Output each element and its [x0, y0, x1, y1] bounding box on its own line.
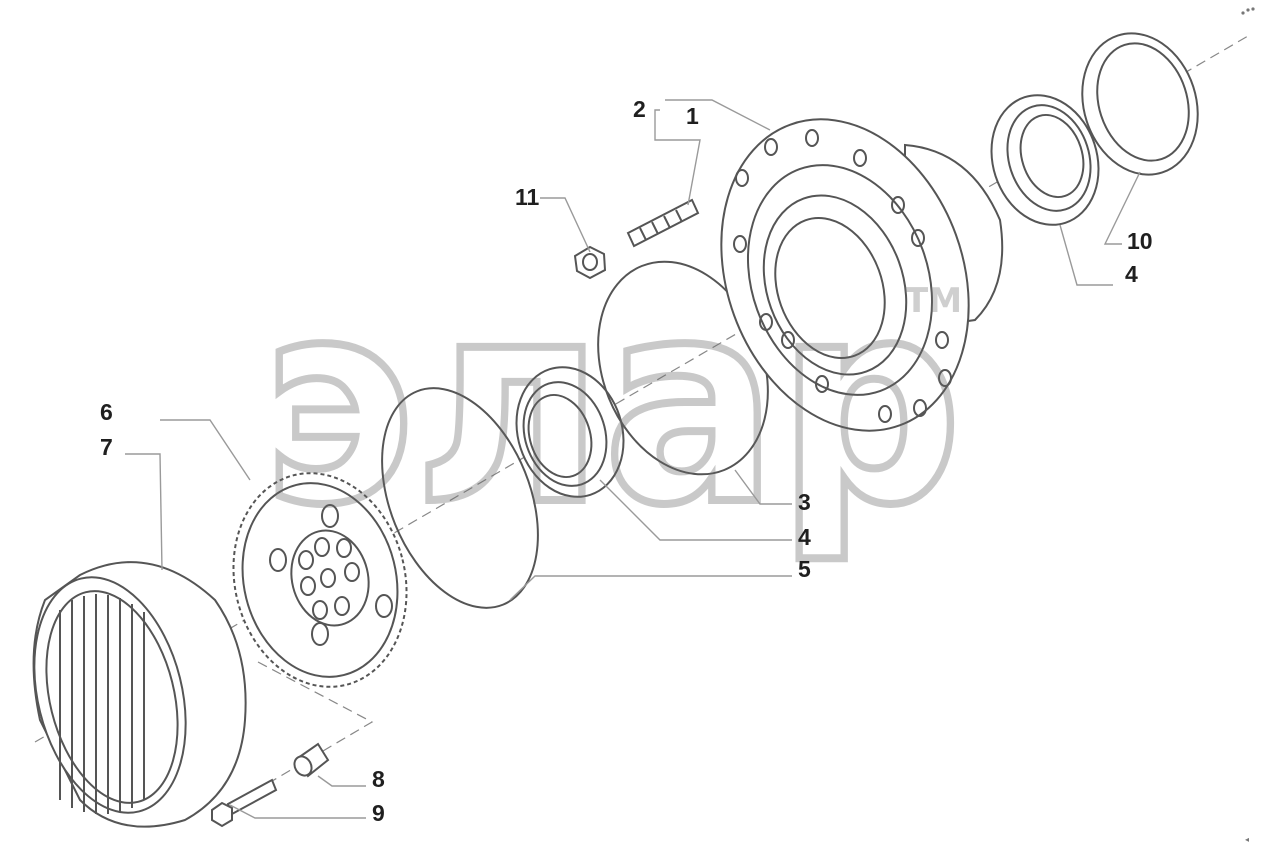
callout-label-3: 3 [798, 489, 811, 515]
callout-label-1: 1 [686, 103, 699, 129]
planet-carrier [232, 472, 408, 688]
callout-label-9: 9 [372, 800, 385, 826]
seal-ring [1081, 32, 1199, 176]
callout-label-5: 5 [798, 556, 811, 582]
callout-label-11: 11 [515, 184, 540, 210]
callout-label-4-lower: 4 [798, 524, 811, 550]
svg-text:элар: элар [262, 241, 962, 567]
svg-text:TM: TM [905, 281, 962, 321]
callout-label-4-upper: 4 [1125, 261, 1138, 287]
corner-arrow: ◂ [1245, 835, 1249, 844]
callout-label-2: 2 [633, 96, 646, 122]
bearing-inner [515, 366, 625, 498]
bushing [293, 742, 330, 778]
o-ring-large [381, 387, 539, 609]
bolt-axis [239, 661, 374, 801]
callout-label-7: 7 [100, 434, 113, 460]
nut [573, 245, 607, 280]
ring-gear [32, 561, 247, 828]
watermark-logo: элар TM [258, 237, 966, 571]
corner-stamp [1241, 7, 1255, 15]
wheel-hub [720, 118, 1004, 432]
bolt [211, 778, 278, 828]
leader-lines [125, 99, 1141, 819]
stud [626, 198, 700, 248]
callout-label-10: 10 [1127, 228, 1153, 254]
bearing-outer [990, 94, 1100, 226]
callout-label-8: 8 [372, 766, 385, 792]
callout-label-6: 6 [100, 399, 113, 425]
